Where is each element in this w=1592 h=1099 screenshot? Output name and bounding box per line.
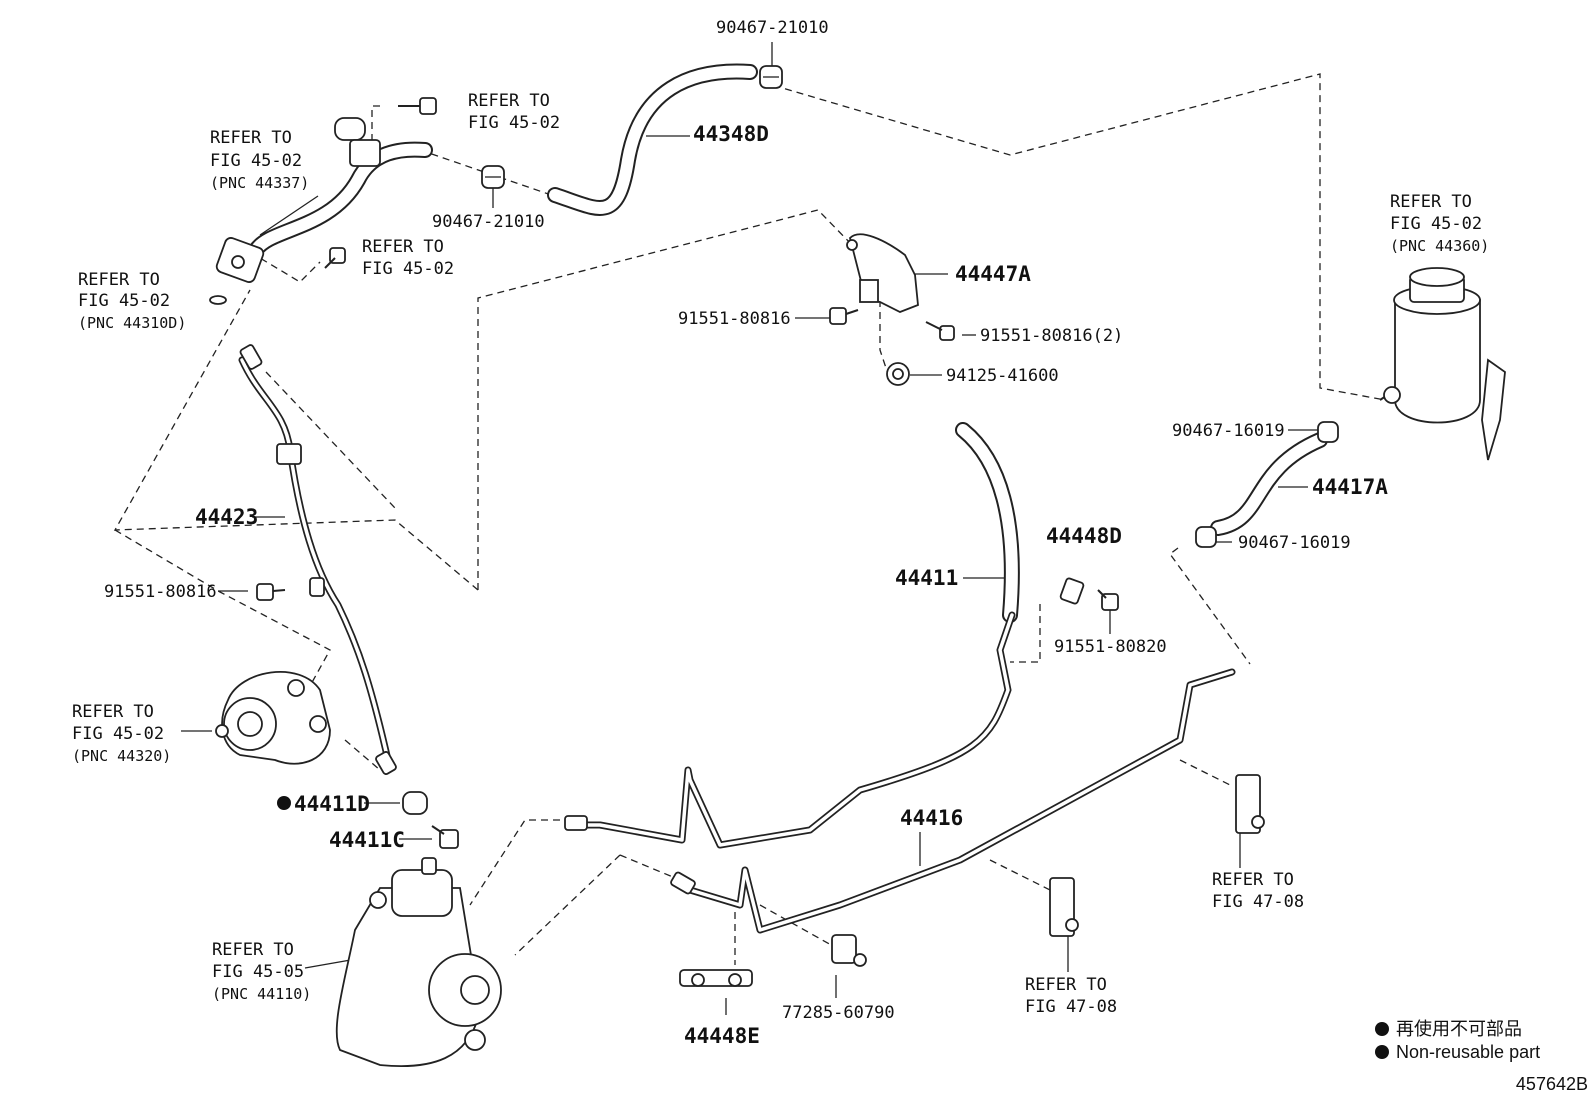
label-44411D: 44411D xyxy=(294,792,370,816)
figure-id: 457642B xyxy=(1516,1074,1588,1094)
label-44448E: 44448E xyxy=(684,1024,760,1048)
bolt-left-mid xyxy=(324,247,346,269)
label-refer-45-02-d-line3: (PNC 44310D) xyxy=(78,314,186,332)
label-44423: 44423 xyxy=(195,505,258,529)
bolt-91551-80816-2 xyxy=(925,321,955,341)
label-44448D: 44448D xyxy=(1046,524,1122,548)
label-refer-45-02-c-line2: FIG 45-02 xyxy=(362,259,454,279)
label-refer-45-02-b-line1: REFER TO xyxy=(210,128,292,148)
clamp-90467-21010-mid xyxy=(481,165,505,189)
dashed-reference-lines xyxy=(113,73,1386,965)
nut-94125-41600 xyxy=(886,362,910,386)
label-refer-45-02-e-line1: REFER TO xyxy=(1390,192,1472,212)
bracket-44447A xyxy=(846,233,919,313)
label-refer-45-02-b-line3: (PNC 44337) xyxy=(210,174,309,192)
hose-44348D xyxy=(547,63,758,216)
bracket-top-left xyxy=(334,117,381,167)
label-refer-47-08-a-line1: REFER TO xyxy=(1212,870,1294,890)
label-90467-16019-b: 90467-16019 xyxy=(1238,533,1351,553)
bolt-91551-80816-b xyxy=(256,583,286,601)
label-44411: 44411 xyxy=(895,566,958,590)
pump-44320 xyxy=(215,670,331,765)
legend-bullet-icon xyxy=(1375,1022,1389,1036)
label-44411C: 44411C xyxy=(329,828,405,852)
label-refer-45-02-d-line2: FIG 45-02 xyxy=(78,291,170,311)
label-refer-45-02-f-line3: (PNC 44320) xyxy=(72,747,171,765)
label-refer-45-05-line1: REFER TO xyxy=(212,940,294,960)
clamp-44423 xyxy=(276,443,302,465)
label-refer-45-02-e-line2: FIG 45-02 xyxy=(1390,214,1482,234)
legend-english: Non-reusable part xyxy=(1396,1042,1540,1062)
clamp-90467-16019-a xyxy=(1317,421,1339,443)
label-refer-45-02-f-line2: FIG 45-02 xyxy=(72,724,164,744)
label-refer-47-08-a-line2: FIG 47-08 xyxy=(1212,892,1304,912)
label-refer-47-08-b-line2: FIG 47-08 xyxy=(1025,997,1117,1017)
label-77285-60790: 77285-60790 xyxy=(782,1003,895,1023)
clamp-77285-60790 xyxy=(831,934,867,967)
flange-upper-left xyxy=(215,237,265,283)
label-refer-45-02-c-line1: REFER TO xyxy=(362,237,444,257)
clamp-44423-lower xyxy=(309,577,325,597)
label-90467-21010-mid: 90467-21010 xyxy=(432,212,545,232)
label-refer-45-02-a-line2: FIG 45-02 xyxy=(468,113,560,133)
label-91551-80816-a: 91551-80816 xyxy=(678,309,791,329)
label-refer-45-02-b-line2: FIG 45-02 xyxy=(210,151,302,171)
gasket-44310D xyxy=(209,295,227,305)
label-90467-16019-a: 90467-16019 xyxy=(1172,421,1285,441)
hose-44417A xyxy=(1210,432,1328,536)
clip-44448D xyxy=(1059,577,1085,605)
label-refer-45-02-f-line1: REFER TO xyxy=(72,702,154,722)
pipe-44416 xyxy=(686,668,1236,934)
pipe-44411 xyxy=(576,611,1016,849)
pipe-44423 xyxy=(238,356,392,764)
legend: 再使用不可部品 Non-reusable part xyxy=(1375,1019,1540,1062)
bracket-47-08-b xyxy=(1049,877,1079,937)
bolt-44411C xyxy=(431,825,459,849)
label-90467-21010-top: 90467-21010 xyxy=(716,18,829,38)
clamp-90467-16019-b xyxy=(1195,526,1217,548)
label-refer-45-05-line2: FIG 45-05 xyxy=(212,962,304,982)
bracket-47-08-a xyxy=(1235,774,1265,834)
gear-box-44110 xyxy=(335,857,502,1068)
label-refer-47-08-b-line1: REFER TO xyxy=(1025,975,1107,995)
gasket-44411D xyxy=(402,791,428,815)
bolt-91551-80816-a xyxy=(829,307,859,325)
label-refer-45-02-d-line1: REFER TO xyxy=(78,270,160,290)
hose-44411 xyxy=(955,422,1020,623)
clamp-90467-21010-top xyxy=(759,65,783,89)
label-44348D: 44348D xyxy=(693,122,769,146)
label-refer-45-05-line3: (PNC 44110) xyxy=(212,985,311,1003)
bolt-91551-80820 xyxy=(1097,589,1119,611)
label-91551-80816-b: 91551-80816 xyxy=(104,582,217,602)
fitting-pipe-end-1 xyxy=(239,344,696,895)
label-44416: 44416 xyxy=(900,806,963,830)
legend-bullet-icon xyxy=(1375,1045,1389,1059)
legend-japanese: 再使用不可部品 xyxy=(1396,1019,1522,1039)
clip-44448E xyxy=(679,969,753,987)
label-91551-80820: 91551-80820 xyxy=(1054,637,1167,657)
label-refer-45-02-e-line3: (PNC 44360) xyxy=(1390,237,1489,255)
label-44417A: 44417A xyxy=(1312,475,1388,499)
non-reusable-marker-icon xyxy=(277,796,291,810)
label-91551-80816-2: 91551-80816(2) xyxy=(980,326,1123,346)
bolt-upper xyxy=(398,97,437,115)
label-44447A: 44447A xyxy=(955,262,1031,286)
part-labels: 90467-21010 REFER TO FIG 45-02 44348D RE… xyxy=(72,18,1489,1048)
label-94125-41600: 94125-41600 xyxy=(946,366,1059,386)
hose-upper-left xyxy=(248,141,433,258)
reservoir-44360 xyxy=(1379,267,1506,461)
label-refer-45-02-a-line1: REFER TO xyxy=(468,91,550,111)
